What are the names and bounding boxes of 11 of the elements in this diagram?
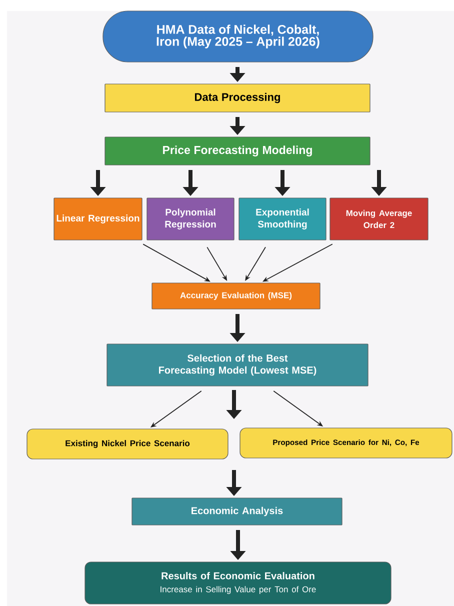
process-box: Data Processing [104, 84, 370, 112]
method-box: Polynomial Regression [146, 198, 234, 240]
result-box: Results of Economic Evaluation Increase in Selling Value per Ton of Ore [84, 562, 392, 604]
scenario-box: Existing Nickel Price Scenario [26, 428, 228, 460]
process-box: Selection of the Best Forecasting Model (Lowest MSE) [106, 344, 368, 386]
process-box: Accuracy Evaluation (MSE) [152, 282, 320, 310]
process-box: Price Forecasting Modeling [104, 136, 370, 166]
method-box: Moving Average Order 2 [330, 198, 428, 240]
method-box: Linear Regression [54, 198, 142, 240]
process-box: Economic Analysis [132, 498, 342, 526]
method-box: Exponential Smoothing [238, 198, 326, 240]
